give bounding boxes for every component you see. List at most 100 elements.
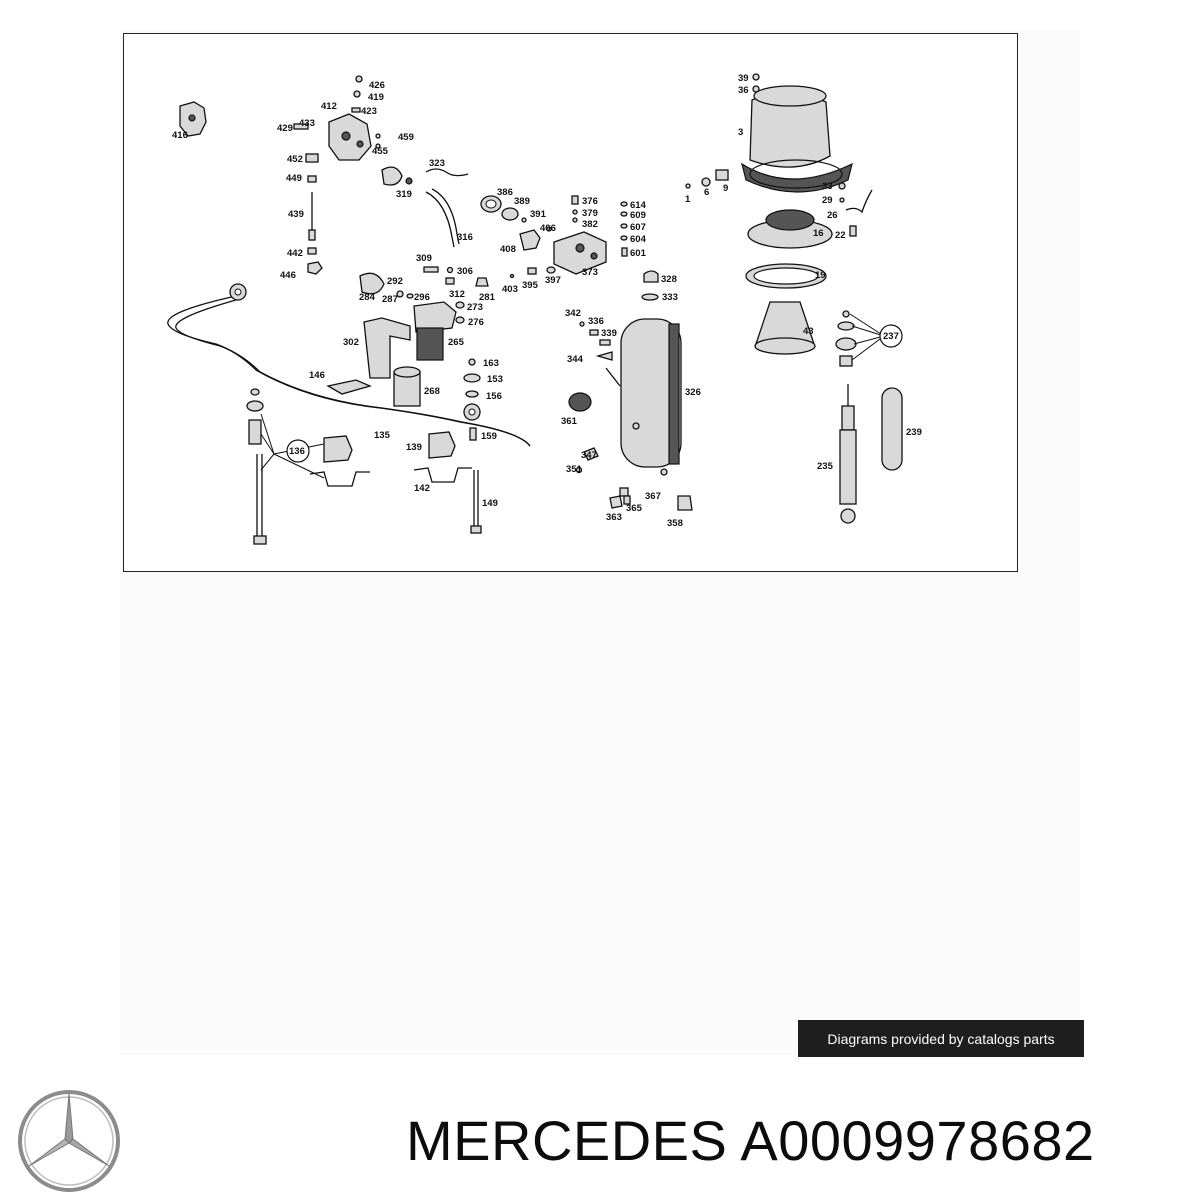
spring-unit-3: [741, 85, 853, 193]
callout-459: 459: [398, 132, 414, 143]
callout-333: 333: [662, 292, 678, 303]
callout-235: 235: [817, 461, 834, 472]
callout-363: 363: [606, 512, 622, 523]
pump-265: [413, 301, 457, 361]
callout-429: 429: [277, 123, 293, 134]
callout-163: 163: [483, 358, 499, 369]
callout-397: 397: [545, 275, 561, 286]
callout-379: 379: [582, 208, 598, 219]
callout-26: 26: [827, 210, 838, 221]
callout-284: 284: [359, 292, 376, 303]
shock-absorber-235: [839, 384, 857, 524]
callout-449: 449: [286, 173, 302, 184]
callout-442: 442: [287, 248, 303, 259]
diagram-credit-badge: Diagrams provided by catalogs parts: [798, 1020, 1084, 1057]
callout-419: 419: [368, 92, 384, 103]
callout-1: 1: [685, 194, 691, 205]
callout-287: 287: [382, 294, 398, 305]
callout-43: 43: [803, 326, 814, 337]
callout-296: 296: [414, 292, 430, 303]
callout-33: 33: [822, 181, 833, 192]
callout-326: 326: [685, 387, 701, 398]
callout-446: 446: [280, 270, 296, 281]
callout-609: 609: [630, 210, 646, 221]
callout-358: 358: [667, 518, 683, 529]
callout-302: 302: [343, 337, 359, 348]
callout-416: 416: [172, 130, 188, 141]
callout-9: 9: [723, 183, 728, 194]
callout-159: 159: [481, 431, 497, 442]
bolt-149: [470, 470, 482, 534]
callout-239: 239: [906, 427, 922, 438]
reservoir-326: [620, 318, 682, 476]
callout-142: 142: [414, 483, 430, 494]
callout-309: 309: [416, 253, 432, 264]
callout-22: 22: [835, 230, 846, 241]
callout-36: 36: [738, 85, 749, 96]
callout-276: 276: [468, 317, 484, 328]
callout-361: 361: [561, 416, 578, 427]
callout-136: 136: [289, 446, 305, 457]
callout-6: 6: [704, 187, 709, 198]
callout-146: 146: [309, 370, 325, 381]
callout-156: 156: [486, 391, 502, 402]
callout-412: 412: [321, 101, 337, 112]
rod-439: [308, 192, 316, 241]
callout-433: 433: [299, 118, 315, 129]
callout-312: 312: [449, 289, 465, 300]
callout-386: 386: [497, 187, 513, 198]
callout-426: 426: [369, 80, 385, 91]
callout-382: 382: [582, 219, 598, 230]
callout-circle-237: [879, 324, 903, 348]
bolt-136: [253, 454, 267, 545]
callout-423: 423: [361, 106, 377, 117]
callout-237: 237: [883, 331, 899, 342]
callout-336: 336: [588, 316, 604, 327]
callout-281: 281: [479, 292, 496, 303]
callout-365: 365: [626, 503, 643, 514]
mount-16: [747, 209, 833, 249]
callout-347: 347: [581, 450, 597, 461]
callout-344: 344: [567, 354, 584, 365]
callout-342: 342: [565, 308, 581, 319]
valve-block-373: [553, 231, 607, 275]
part-number: A0009978682: [740, 1109, 1095, 1172]
callout-351: 351: [566, 464, 583, 475]
callout-389: 389: [514, 196, 530, 207]
callout-139: 139: [406, 442, 422, 453]
valve-assembly-412: [328, 113, 372, 161]
callout-292: 292: [387, 276, 403, 287]
callout-452: 452: [287, 154, 303, 165]
callout-328: 328: [661, 274, 677, 285]
callout-376: 376: [582, 196, 598, 207]
callout-455: 455: [372, 146, 389, 157]
callout-367: 367: [645, 491, 661, 502]
callout-614: 614: [630, 200, 647, 211]
callout-153: 153: [487, 374, 503, 385]
callout-403: 403: [502, 284, 518, 295]
callout-391: 391: [530, 209, 547, 220]
callout-373: 373: [582, 267, 598, 278]
mercedes-star-icon: [18, 1090, 120, 1192]
callout-circle-136: [286, 439, 310, 463]
callout-604: 604: [630, 234, 647, 245]
callout-395: 395: [522, 280, 539, 291]
callout-607: 607: [630, 222, 646, 233]
stabilizer-bar-135: [167, 283, 531, 447]
callout-273: 273: [467, 302, 483, 313]
callout-268: 268: [424, 386, 440, 397]
callout-323: 323: [429, 158, 445, 169]
callout-19: 19: [815, 270, 826, 281]
callout-316: 316: [457, 232, 473, 243]
callout-135: 135: [374, 430, 391, 441]
callout-319: 319: [396, 189, 412, 200]
callout-16: 16: [813, 228, 824, 239]
callout-39: 39: [738, 73, 749, 84]
callout-3: 3: [738, 127, 743, 138]
callout-601: 601: [630, 248, 647, 259]
callout-408: 408: [500, 244, 516, 255]
valve-assembly-416: [179, 101, 207, 137]
callout-149: 149: [482, 498, 498, 509]
